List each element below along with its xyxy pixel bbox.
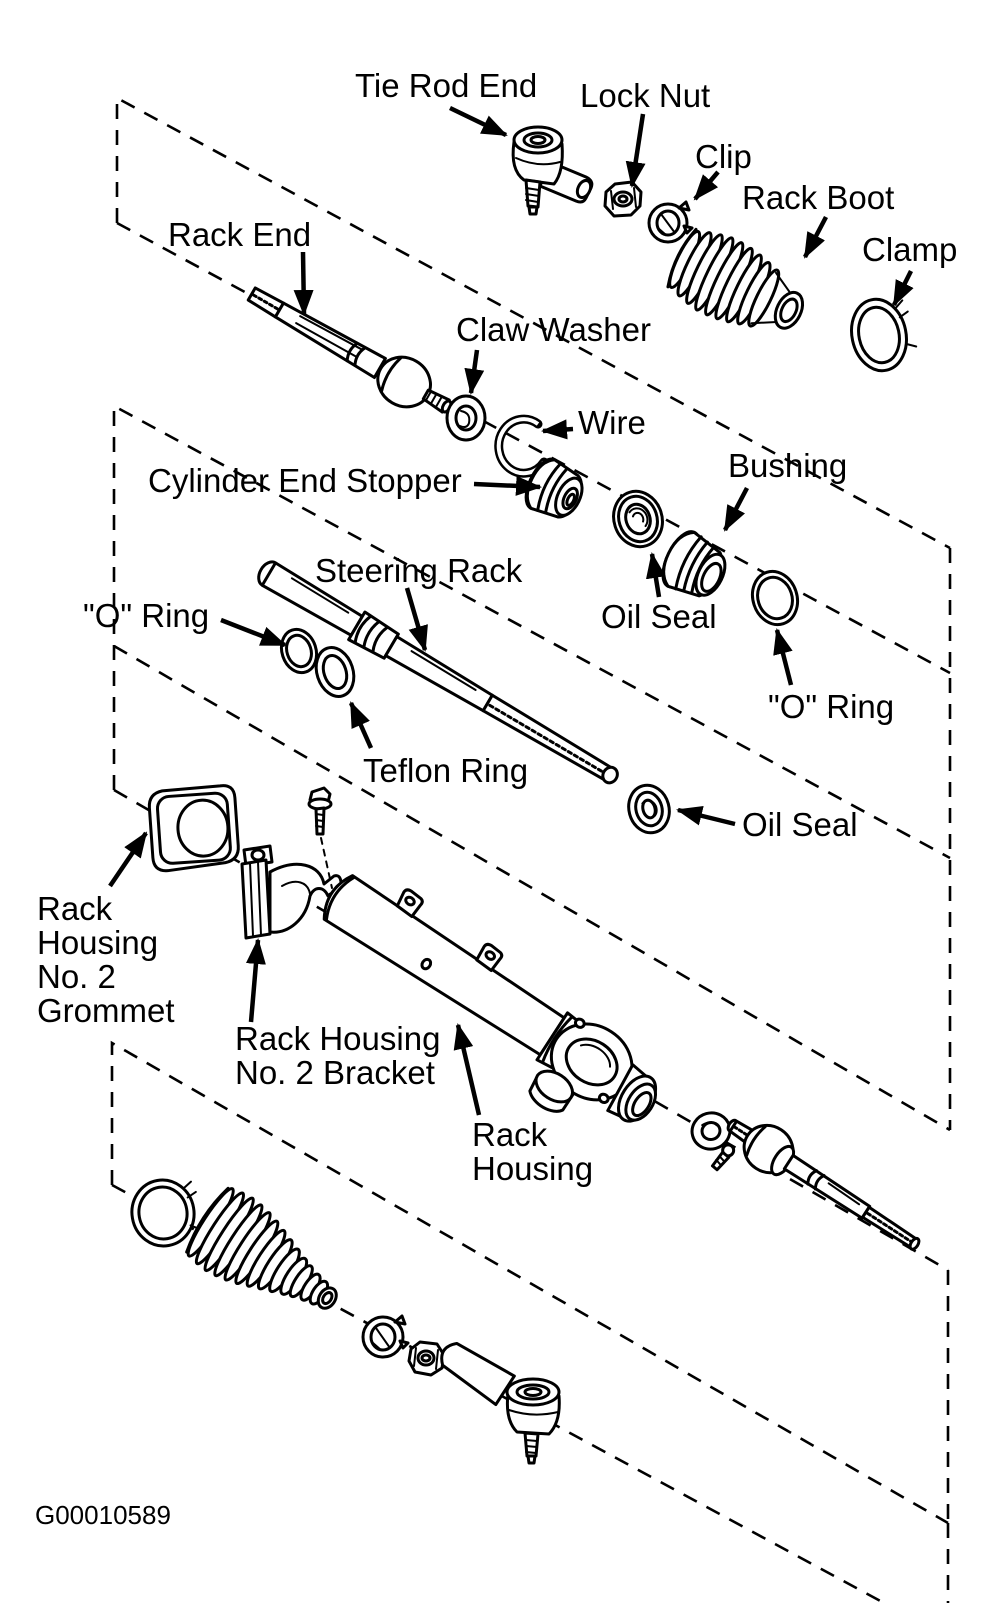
wire-arrow — [541, 419, 574, 440]
claw-washer-label: Claw Washer — [456, 311, 651, 348]
rack-housing-arrow — [453, 1023, 482, 1116]
bushing-arrow — [723, 486, 749, 532]
grommet-arrow — [108, 831, 148, 888]
rack-housing-label: Rack Housing — [472, 1116, 593, 1187]
tie-rod-end-arrow — [449, 105, 508, 138]
oil-seal-lower-part — [627, 783, 671, 835]
housing-washer-part — [690, 1111, 732, 1151]
plane-guide-2 — [112, 403, 951, 1132]
lock-nut-top-part — [603, 180, 643, 218]
housing-screw-part — [710, 1143, 736, 1172]
rack-end-label: Rack End — [168, 216, 311, 253]
rack-housing-label-line-2: Housing — [472, 1150, 593, 1187]
claw-washer-part — [445, 394, 487, 442]
oil-seal-lower-label: Oil Seal — [742, 806, 858, 843]
bracket-label-line-2: No. 2 Bracket — [235, 1054, 435, 1091]
steering-rack-label: Steering Rack — [315, 552, 523, 589]
rack-housing-label-line-1: Rack — [472, 1116, 548, 1153]
rack-end-arrow — [293, 251, 314, 316]
claw-washer-arrow — [464, 349, 485, 395]
rack-boot-top-part — [666, 227, 805, 330]
oil-seal-upper-arrow — [645, 552, 666, 598]
oil-seal-lower-arrow — [676, 806, 736, 827]
grommet-label-line-2: Housing — [37, 924, 158, 961]
grommet-label-line-3: No. 2 — [37, 958, 116, 995]
clamp-bottom-part — [130, 1178, 201, 1248]
rack-housing-no2-grommet-part — [147, 784, 240, 873]
clip-bottom-part — [361, 1314, 410, 1359]
wire-label: Wire — [578, 404, 646, 441]
o-ring-right-label: "O" Ring — [768, 688, 894, 725]
plane-guide-4 — [110, 1040, 950, 1603]
oil-seal-upper-part — [612, 489, 664, 549]
lock-nut-arrow — [625, 113, 646, 188]
o-ring-left-part — [279, 627, 319, 675]
leader-arrows — [108, 105, 914, 1116]
tie-rod-end-label: Tie Rod End — [355, 67, 537, 104]
o-ring-right-part — [750, 569, 800, 627]
cylinder-end-stopper-label: Cylinder End Stopper — [148, 462, 462, 499]
clip-arrow — [693, 170, 720, 201]
o-ring-left-label: "O" Ring — [83, 597, 209, 634]
wire-part — [494, 414, 549, 478]
rack-end-part — [246, 286, 453, 414]
part-labels: Tie Rod End Lock Nut Clip Rack Boot Clam… — [35, 67, 957, 1530]
o-ring-left-arrow — [220, 617, 287, 648]
rack-housing-no2-bracket-label: Rack Housing No. 2 Bracket — [235, 1020, 440, 1091]
bushing-part — [661, 530, 727, 598]
grommet-label-line-1: Rack — [37, 890, 113, 927]
rack-housing-no2-grommet-label: Rack Housing No. 2 Grommet — [37, 890, 175, 1029]
rack-boot-bottom-part — [185, 1186, 338, 1310]
grommet-label-line-4: Grommet — [37, 992, 175, 1029]
clamp-label: Clamp — [862, 231, 957, 268]
bracket-label-line-1: Rack Housing — [235, 1020, 440, 1057]
tie-rod-end-bottom-part — [440, 1341, 561, 1465]
tie-rod-end-top-part — [511, 125, 594, 216]
steering-rack-arrow — [404, 587, 428, 652]
bracket-bolt-part — [307, 786, 333, 889]
cylinder-end-stopper-arrow — [473, 475, 542, 496]
cylinder-end-stopper-part — [524, 457, 584, 519]
rack-boot-label: Rack Boot — [742, 179, 894, 216]
clamp-top-part — [850, 297, 918, 373]
clip-label: Clip — [695, 138, 752, 175]
rack-housing-no2-bracket-part — [240, 844, 344, 940]
steering-rack-part — [257, 560, 619, 785]
bushing-label: Bushing — [728, 447, 847, 484]
teflon-ring-arrow — [348, 701, 374, 749]
teflon-ring-label: Teflon Ring — [363, 752, 528, 789]
oil-seal-upper-label: Oil Seal — [601, 598, 717, 635]
o-ring-right-arrow — [773, 628, 794, 686]
bracket-arrow — [245, 938, 266, 1023]
inner-tie-rod-part — [726, 1118, 921, 1251]
figure-code: G00010589 — [35, 1500, 171, 1530]
teflon-ring-part — [314, 646, 356, 698]
clamp-arrow — [891, 269, 914, 307]
rack-boot-arrow — [803, 215, 828, 259]
clip-top-part — [647, 200, 694, 244]
lock-nut-label: Lock Nut — [580, 77, 710, 114]
rack-housing-part — [322, 874, 658, 1123]
lock-nut-bottom-part — [407, 1340, 446, 1377]
